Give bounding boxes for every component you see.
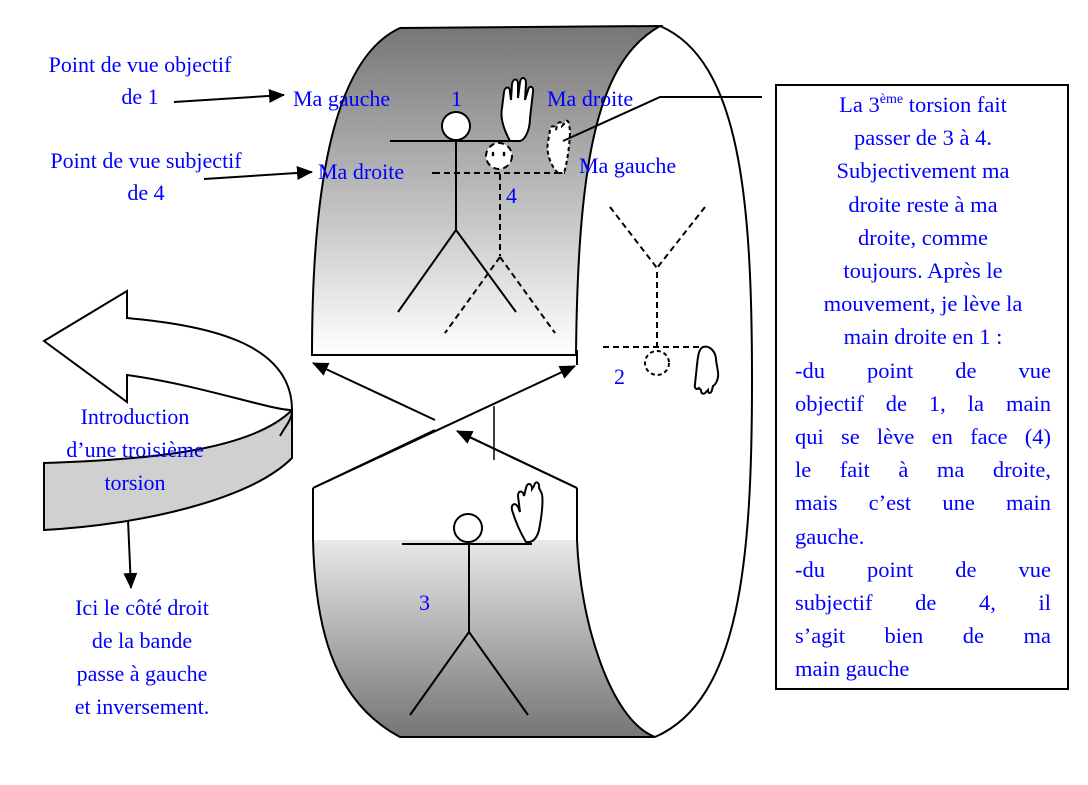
figure-1-number: 1 xyxy=(451,86,462,111)
twist-label: Introduction d’une troisième torsion xyxy=(66,404,204,495)
explanation-line: le fait à ma droite, xyxy=(795,457,1051,483)
explanation-line: main gauche xyxy=(795,656,910,682)
label-ma-gauche-mid: Ma gauche xyxy=(579,153,677,178)
arrow-subjective-view xyxy=(203,165,313,180)
explanation-line: toujours. Après le xyxy=(843,258,1003,284)
label-ma-droite-mid: Ma droite xyxy=(318,159,405,184)
explanation-line: main droite en 1 : xyxy=(843,324,1003,350)
explanation-line: -du point de vue xyxy=(795,556,1051,582)
callout-line-to-hand xyxy=(562,96,762,142)
arrow-down-to-note xyxy=(123,519,138,589)
explanation-line: La 3ème torsion fait xyxy=(839,92,1007,117)
band-bottom-inner-face xyxy=(313,520,655,737)
stick-figure-4-dashed xyxy=(434,142,565,334)
explanation-box: La 3ème torsion fait passer de 3 à 4. Su… xyxy=(775,84,1069,690)
stick-figure-2-upside-down xyxy=(603,206,706,376)
stick-figure-1 xyxy=(390,111,520,313)
explanation-line: s’agit bien de ma xyxy=(795,623,1051,649)
stick-figure-3 xyxy=(402,513,532,716)
explanation-line: gauche. xyxy=(795,523,865,549)
explanation-line: objectif de 1, la main xyxy=(795,390,1051,416)
figure-4-number: 4 xyxy=(506,183,517,208)
explanation-line: droite reste à ma xyxy=(848,191,998,217)
explanation-line: subjectif de 4, il xyxy=(795,590,1051,616)
subjective-view-label: Point de vue subjectif de 4 xyxy=(50,148,242,205)
band-outer-right-edge xyxy=(654,25,754,738)
label-ma-gauche-top: Ma gauche xyxy=(293,86,391,111)
figure-3-number: 3 xyxy=(419,590,430,615)
raised-hand-icon-figure-3 xyxy=(510,481,544,544)
label-ma-droite-top: Ma droite xyxy=(547,86,634,111)
explanation-line: mais c’est une main xyxy=(795,490,1051,516)
hand-icon-figure-2 xyxy=(693,345,720,395)
explanation-line: Subjectivement ma xyxy=(836,158,1010,184)
explanation-line: qui se lève en face (4) xyxy=(795,424,1051,450)
twist-arrow-icon xyxy=(42,289,294,532)
raised-hand-icon-figure-1 xyxy=(500,77,535,142)
explanation-line: passer de 3 à 4. xyxy=(853,125,993,151)
dashed-hand-icon-figure-4 xyxy=(546,119,572,174)
explanation-line: mouvement, je lève la xyxy=(823,291,1023,317)
bottom-note: Ici le côté droit de la bande passe à ga… xyxy=(74,595,210,719)
figure-2-number: 2 xyxy=(614,364,625,389)
explanation-line: droite, comme xyxy=(858,224,988,250)
band-top-inner-face xyxy=(310,24,664,356)
arrow-objective-view xyxy=(173,88,285,103)
explanation-line: -du point de vue xyxy=(795,357,1051,383)
objective-view-label: Point de vue objectif de 1 xyxy=(48,52,232,109)
